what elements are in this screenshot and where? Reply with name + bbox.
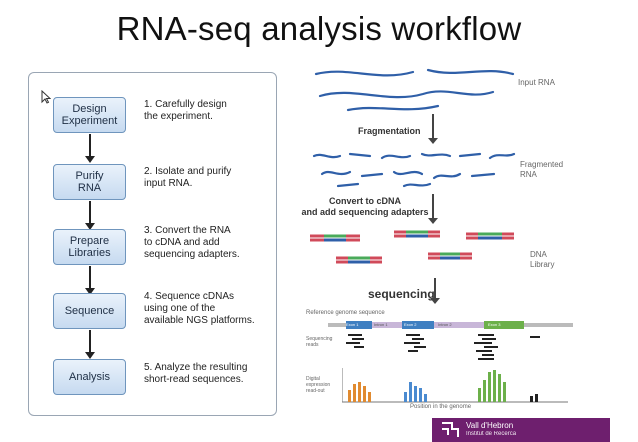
- label-convert-cdna: Convert to cDNA and add sequencing adapt…: [301, 196, 429, 217]
- exon-label: Exon 3: [488, 322, 501, 327]
- vall-dhebron-logo: Vall d'Hebron Institut de Recerca: [432, 418, 610, 442]
- expression-histogram: [342, 368, 568, 403]
- step-desc-3: 3. Convert the RNA to cDNA and add seque…: [144, 225, 240, 260]
- label-dna-library: DNA Library: [530, 250, 555, 269]
- label-fragmentation: Fragmentation: [358, 126, 421, 136]
- exon-label: Exon 1: [346, 322, 359, 327]
- flow-arrow: [85, 330, 95, 359]
- label-fragmented-rna: Fragmented RNA: [520, 160, 564, 179]
- workflow-panel: Design Experiment 1. Carefully design th…: [28, 72, 277, 416]
- step-desc-4: 4. Sequence cDNAs using one of the avail…: [144, 291, 255, 326]
- flow-arrow: [85, 134, 95, 163]
- step-box-sequence: Sequence: [53, 293, 126, 329]
- exon-label: Exon 2: [404, 322, 417, 327]
- label-sequencing-reads: Sequencing reads: [306, 336, 333, 348]
- label-sequencing: sequencing: [368, 287, 435, 301]
- institute-logo-icon: [442, 422, 459, 437]
- down-arrow: [428, 194, 438, 224]
- reference-genome-bar: [328, 321, 573, 329]
- step-box-prepare-libraries: Prepare Libraries: [53, 229, 126, 265]
- input-rna-strands: [314, 68, 515, 112]
- intron-label: Intron 1: [374, 322, 388, 327]
- sequencing-reads: [346, 334, 540, 360]
- label-digital-expression: Digital expression read-out: [306, 376, 331, 394]
- step-box-analysis: Analysis: [53, 359, 126, 395]
- logo-line1: Vall d'Hebron: [466, 421, 514, 430]
- slide-title: RNA-seq analysis workflow: [116, 10, 522, 47]
- down-arrow: [430, 278, 440, 304]
- rnaseq-figure: Input RNA Fragmentation Fragmented RNA C…: [298, 60, 580, 410]
- step-box-design-experiment: Design Experiment: [53, 97, 126, 133]
- fragmented-rna: [312, 152, 516, 188]
- step-desc-5: 5. Analyze the resulting short-read sequ…: [144, 362, 248, 385]
- step-desc-2: 2. Isolate and purify input RNA.: [144, 166, 232, 189]
- flow-arrow: [85, 266, 95, 295]
- label-position-in-genome: Position in the genome: [410, 404, 472, 410]
- intron-label: Intron 2: [438, 322, 452, 327]
- mouse-cursor-icon: [41, 90, 51, 104]
- dna-library: [310, 230, 514, 264]
- step-box-purify-rna: Purify RNA: [53, 164, 126, 200]
- logo-line2: Institut de Recerca: [466, 431, 517, 437]
- label-reference-genome: Reference genome sequence: [306, 310, 385, 316]
- label-input-rna: Input RNA: [518, 78, 555, 87]
- down-arrow: [428, 114, 438, 144]
- flow-arrow: [85, 201, 95, 230]
- step-desc-1: 1. Carefully design the experiment.: [144, 99, 227, 122]
